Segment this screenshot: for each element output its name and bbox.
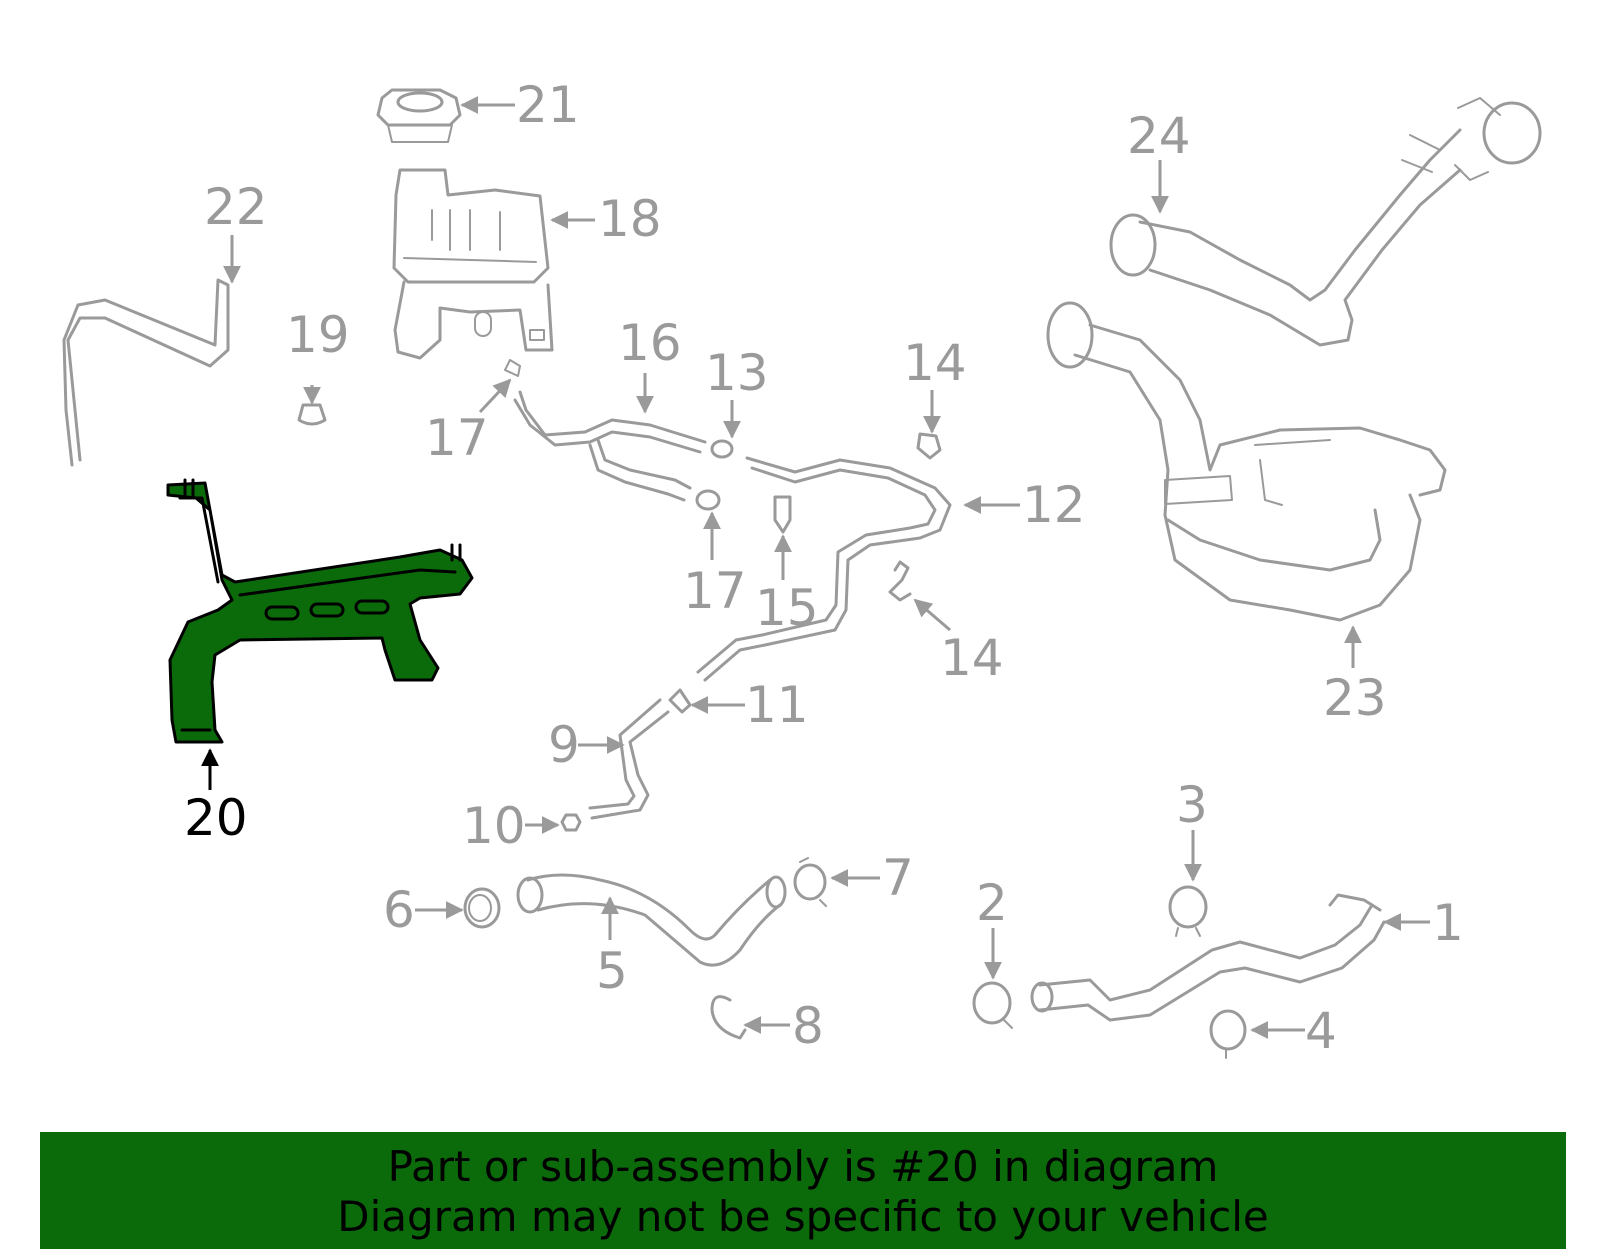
part-14-clip-upper[interactable]: [916, 432, 942, 460]
part-18-reservoir[interactable]: [392, 168, 554, 360]
part-5-hose[interactable]: [516, 873, 787, 967]
part-15-clip[interactable]: [773, 495, 792, 534]
banner-line-2: Diagram may not be specific to your vehi…: [337, 1192, 1269, 1241]
callout-3: 3: [1176, 776, 1208, 834]
part-1-hose[interactable]: [1030, 893, 1386, 1022]
callout-10: 10: [462, 797, 526, 855]
callout-18: 18: [598, 190, 662, 248]
callout-17-upper: 17: [425, 409, 489, 467]
info-banner: Part or sub-assembly is #20 in diagram D…: [40, 1132, 1566, 1249]
callout-labels: 21 18 22 19 17 16 13 17 15 14 12 14 11 9…: [184, 76, 1464, 1060]
callout-15: 15: [755, 579, 819, 637]
callout-22: 22: [204, 178, 268, 236]
callout-9: 9: [548, 716, 580, 774]
callout-14-upper: 14: [903, 334, 967, 392]
callout-21: 21: [516, 76, 580, 134]
part-14-clip-lower[interactable]: [888, 560, 912, 602]
banner-line-1: Part or sub-assembly is #20 in diagram: [387, 1142, 1219, 1191]
part-10-cap[interactable]: [560, 813, 582, 832]
callout-13: 13: [705, 344, 769, 402]
part-9-tube[interactable]: [588, 698, 670, 820]
callout-4: 4: [1305, 1002, 1337, 1060]
callout-1: 1: [1432, 894, 1464, 952]
callout-17-lower: 17: [683, 562, 747, 620]
part-20-bracket[interactable]: [166, 478, 474, 744]
part-13-clamp[interactable]: [710, 439, 734, 459]
callout-12: 12: [1022, 476, 1086, 534]
part-17-clamp[interactable]: [695, 489, 721, 511]
callout-7: 7: [882, 849, 914, 907]
part-16-hose[interactable]: [504, 359, 707, 502]
part-2-clamp[interactable]: [972, 981, 1013, 1029]
part-8-clip[interactable]: [710, 995, 747, 1040]
part-3-clamp[interactable]: [1168, 885, 1208, 937]
callout-2: 2: [976, 874, 1008, 932]
callout-19: 19: [286, 306, 350, 364]
part-21-cap[interactable]: [376, 88, 462, 143]
callout-20: 20: [184, 789, 248, 847]
callout-24: 24: [1127, 107, 1191, 165]
part-24-hose[interactable]: [1109, 97, 1542, 347]
callout-23: 23: [1323, 669, 1387, 727]
part-12-tube[interactable]: [696, 456, 952, 682]
part-23-hose[interactable]: [1046, 301, 1447, 622]
callout-8: 8: [792, 997, 824, 1055]
callout-16: 16: [618, 314, 682, 372]
callout-5: 5: [596, 942, 628, 1000]
part-19-clip[interactable]: [297, 403, 327, 426]
callout-arrows: [201, 96, 1430, 1039]
callout-14-lower: 14: [940, 629, 1004, 687]
part-7-clamp[interactable]: [793, 857, 827, 907]
callout-6: 6: [383, 881, 415, 939]
part-6-clamp[interactable]: [463, 887, 501, 929]
part-4-clamp[interactable]: [1209, 1009, 1247, 1059]
part-11-clamp[interactable]: [668, 688, 692, 714]
part-22-hose[interactable]: [62, 278, 230, 467]
callout-11: 11: [745, 676, 809, 734]
